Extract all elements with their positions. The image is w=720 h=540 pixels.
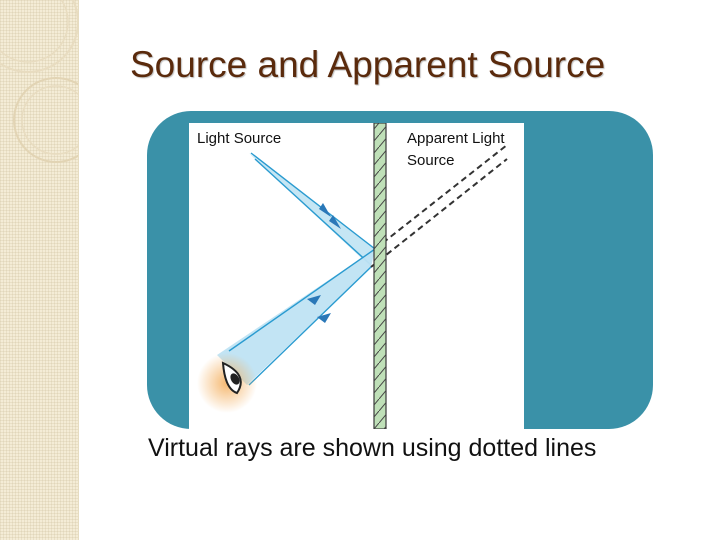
reflection-diagram: Light Source Apparent Light Source [189, 123, 524, 429]
incident-ray-lower [255, 159, 371, 265]
slide-title: Source and Apparent Source [130, 44, 700, 86]
virtual-ray-lower [371, 159, 507, 267]
apparent-source-label-line1: Apparent Light [407, 128, 524, 150]
slide-caption: Virtual rays are shown using dotted line… [148, 434, 708, 463]
apparent-source-label: Apparent Light Source [407, 128, 524, 172]
decorative-sidebar [0, 0, 79, 540]
incident-ray-upper [251, 153, 375, 249]
reflected-ray-upper [229, 249, 375, 351]
mirror-hatching [374, 123, 386, 429]
apparent-source-label-line2: Source [407, 150, 524, 172]
sidebar-circles [0, 0, 78, 540]
light-source-label: Light Source [197, 128, 281, 150]
